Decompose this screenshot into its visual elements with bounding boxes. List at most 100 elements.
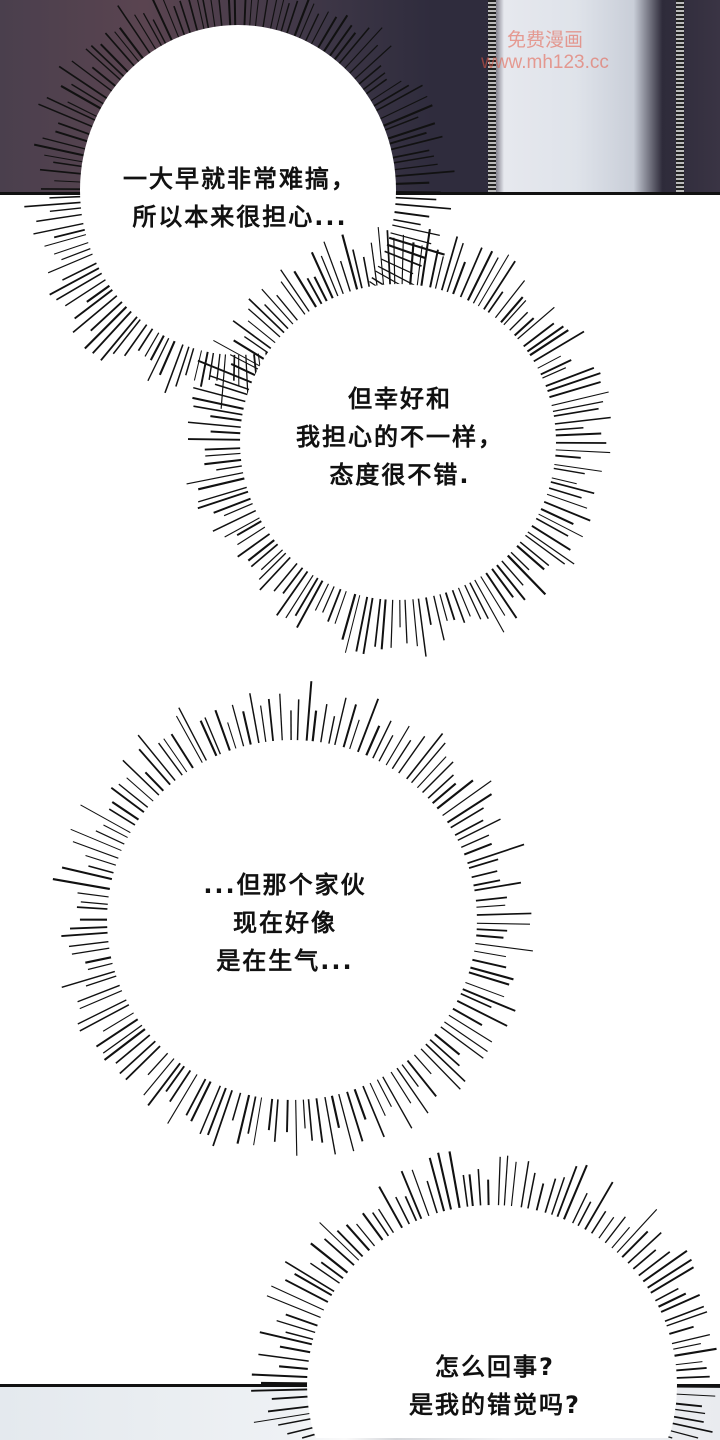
burst-spike	[108, 808, 140, 829]
burst-bubble-2	[186, 226, 611, 657]
burst-spike	[411, 1169, 432, 1221]
bubble-4-text: 怎么回事? 是我的错觉吗?	[340, 1348, 650, 1424]
burst-spike	[253, 1412, 315, 1423]
burst-spike	[308, 11, 329, 49]
burst-spike	[199, 720, 220, 761]
burst-spike	[370, 242, 379, 291]
burst-spike	[519, 1161, 530, 1213]
burst-spike	[285, 1331, 319, 1342]
burst-spike	[410, 1050, 432, 1075]
burst-spike	[90, 44, 128, 81]
burst-spike	[46, 96, 100, 123]
burst-spike	[400, 1170, 425, 1224]
burst-spike	[374, 593, 382, 647]
burst-spike	[437, 1152, 454, 1215]
burst-spike	[102, 1021, 147, 1054]
burst-spike	[425, 1035, 460, 1067]
burst-spike	[452, 997, 508, 1027]
bubble-1-text: 一大早就非常难搞， 所以本来很担心...	[85, 160, 395, 236]
burst-spike	[670, 1402, 703, 1408]
burst-spike	[71, 946, 115, 955]
burst-spike	[466, 870, 498, 880]
burst-spike	[123, 320, 151, 357]
burst-spike	[167, 1069, 201, 1124]
burst-spike	[197, 489, 254, 510]
burst-spike	[329, 1090, 341, 1129]
burst-spike	[267, 1405, 314, 1413]
burst-spike	[164, 339, 186, 394]
burst-spike	[197, 359, 257, 386]
burst-spike	[423, 774, 454, 803]
burst-spike	[248, 0, 253, 31]
burst-spike	[330, 32, 357, 65]
burst-spike	[378, 104, 433, 129]
burst-spike	[236, 517, 267, 537]
burst-spike	[218, 0, 224, 31]
burst-spike	[510, 317, 535, 340]
burst-spike	[205, 452, 246, 457]
bubble-text-line: 一大早就非常难搞，	[123, 165, 357, 193]
burst-spike	[231, 1087, 243, 1121]
burst-spike	[668, 1342, 701, 1351]
burst-spike	[243, 0, 247, 31]
burst-spike	[319, 703, 328, 748]
burst-spike	[190, 1076, 214, 1122]
burst-spike	[417, 1044, 461, 1090]
burst-spike	[204, 447, 246, 451]
burst-spike	[249, 693, 261, 748]
burst-spike	[284, 0, 299, 39]
burst-spike	[220, 349, 227, 409]
burst-spike	[446, 807, 484, 831]
burst-spike	[669, 1347, 717, 1358]
burst-spike	[545, 479, 595, 495]
burst-spike	[91, 66, 120, 90]
burst-spike	[88, 865, 119, 875]
burst-spike	[53, 227, 90, 239]
burst-spike	[388, 217, 421, 226]
burst-spike	[212, 1085, 235, 1147]
burst-spike	[216, 348, 222, 381]
watermark-title: 免费漫画	[506, 30, 583, 51]
burst-spike	[373, 263, 415, 286]
burst-spike	[470, 896, 508, 903]
burst-spike	[214, 383, 253, 397]
burst-spike	[86, 282, 115, 303]
burst-spike	[352, 1084, 367, 1120]
burst-spike	[341, 704, 357, 753]
bubble-body	[240, 284, 556, 600]
burst-spike	[550, 432, 602, 437]
burst-spike	[310, 1262, 345, 1287]
burst-spike	[175, 341, 192, 387]
burst-spike	[271, 1285, 329, 1313]
burst-spike	[548, 466, 585, 475]
burst-spike	[436, 1023, 484, 1059]
burst-spike	[118, 27, 147, 63]
burst-spike	[628, 1249, 657, 1273]
burst-spike	[464, 858, 499, 871]
burst-spike	[188, 0, 200, 36]
burst-spike	[100, 312, 141, 361]
burst-spike	[306, 277, 325, 309]
burst-spike	[341, 234, 360, 295]
burst-spike	[295, 1094, 298, 1156]
burst-spike	[358, 72, 386, 94]
bubble-text-line: 态度很不错.	[329, 461, 471, 489]
burst-spike	[471, 904, 506, 909]
burst-spike	[542, 492, 588, 509]
burst-spike	[419, 228, 431, 291]
bubble-text-line: 现在好像	[233, 909, 337, 937]
burst-spike	[193, 405, 248, 417]
burst-spike	[529, 330, 585, 365]
burst-spike	[253, 1092, 263, 1146]
burst-spike	[52, 877, 115, 891]
burst-spike	[341, 588, 358, 640]
burst-spike	[387, 149, 430, 160]
burst-spike	[254, 0, 259, 32]
burst-spike	[233, 0, 237, 31]
burst-spike	[72, 291, 122, 334]
burst-spike	[237, 530, 275, 558]
burst-spike	[296, 699, 300, 746]
burst-spike	[169, 1065, 194, 1103]
watermark: 免费漫画 www.mh123.cc	[450, 30, 640, 74]
burst-spike	[79, 988, 127, 1010]
